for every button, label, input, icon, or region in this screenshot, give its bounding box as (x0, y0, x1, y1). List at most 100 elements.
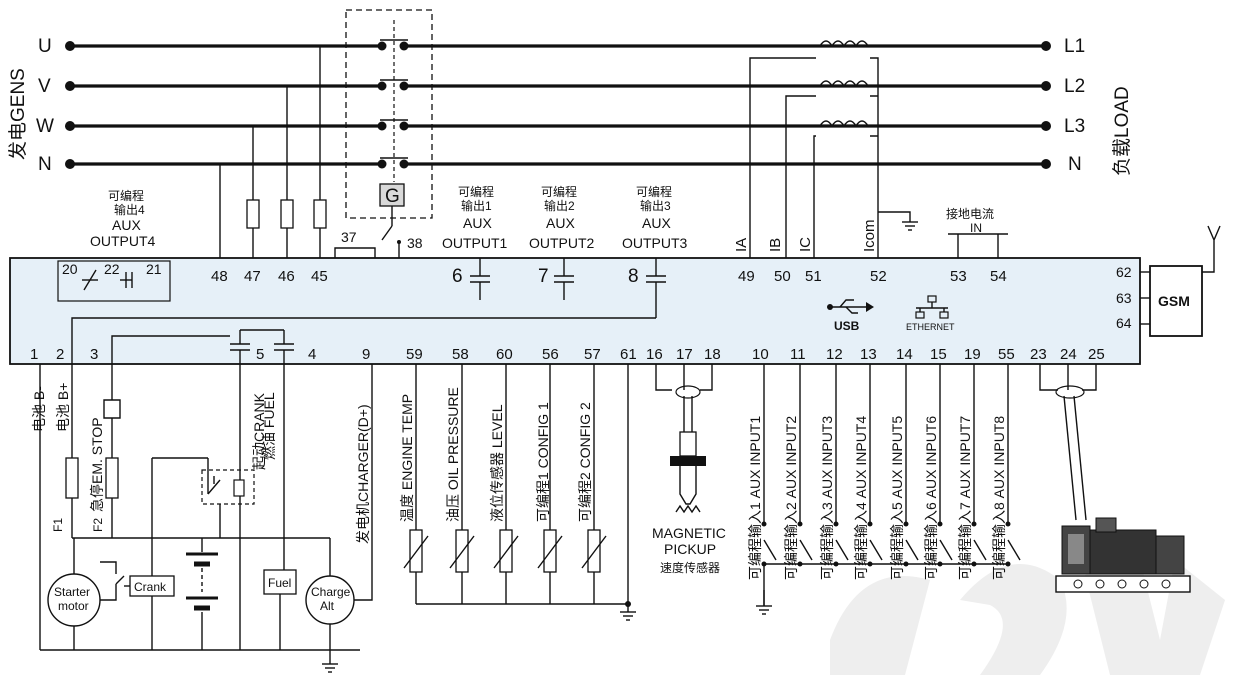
charge-label-1: Charge (311, 585, 351, 599)
out4-cn2: 输出4 (114, 202, 145, 217)
genset-icon (1039, 364, 1191, 593)
gsm-module (1140, 225, 1221, 337)
term-18: 18 (704, 346, 721, 363)
out1-cn2: 输出1 (461, 198, 492, 213)
magnetic-pickup (655, 364, 713, 514)
term-22: 22 (104, 261, 120, 277)
usb-label: USB (834, 319, 860, 333)
crank-fuel-relays (230, 329, 294, 364)
term-47: 47 (244, 268, 261, 285)
term-63: 63 (1116, 290, 1132, 306)
bottom-terminals: 1 2 3 5 4 9 59 58 60 56 57 61 16 17 18 1… (30, 346, 1105, 363)
term-1: 1 (30, 346, 38, 363)
term-13: 13 (860, 346, 877, 363)
load-label-n: N (1068, 154, 1082, 175)
gens-label-w: W (36, 116, 54, 137)
label-oil-pressure: 油压 OIL PRESSURE (445, 387, 461, 522)
output1-labels: 可编程 输出1 AUX OUTPUT1 (442, 184, 508, 251)
aux-input-2: 可编程输入2 AUX INPUT2 (783, 416, 799, 580)
term-9: 9 (362, 346, 370, 363)
voltage-sense-wires (219, 46, 327, 258)
output-relays (71, 258, 666, 364)
label-fuel: 燃油 FUEL (261, 392, 277, 460)
out2-name: OUTPUT2 (529, 235, 595, 251)
out2-aux: AUX (546, 215, 575, 231)
out4-aux: AUX (112, 217, 141, 233)
starter-motor (47, 538, 125, 650)
pickup-label-3: 速度传感器 (660, 560, 720, 575)
fuse-f2: F2 (91, 518, 105, 532)
earth-current-in: IN (970, 221, 982, 235)
out3-cn: 可编程 (636, 184, 672, 199)
term-8: 8 (628, 266, 639, 287)
out1-name: OUTPUT1 (442, 235, 508, 251)
ct-ia: IA (733, 238, 750, 252)
term-7: 7 (538, 266, 549, 287)
label-battery-minus: 电池 B- (31, 386, 47, 432)
ct-icom: Icom (861, 219, 878, 252)
term-37: 37 (341, 229, 357, 245)
output4-relay (82, 269, 133, 291)
usb-icon (827, 299, 874, 314)
charge-label-2: Alt (320, 599, 335, 613)
out3-aux: AUX (642, 215, 671, 231)
crank-relay (124, 364, 255, 650)
aux-input-switches (756, 364, 1021, 615)
fuel-label: Fuel (268, 576, 291, 590)
label-config1: 可编程1 CONFIG 1 (535, 402, 551, 522)
gsm-label: GSM (1158, 293, 1190, 309)
term-50: 50 (774, 268, 791, 285)
term-17: 17 (676, 346, 693, 363)
ethernet-label: ETHERNET (906, 322, 955, 332)
term-51: 51 (805, 268, 822, 285)
term-64: 64 (1116, 315, 1132, 331)
aux-input-6: 可编程输入6 AUX INPUT6 (923, 416, 939, 580)
aux-input-3: 可编程输入3 AUX INPUT3 (819, 416, 835, 580)
term-16: 16 (646, 346, 663, 363)
term-24: 24 (1060, 346, 1077, 363)
term-2: 2 (56, 346, 64, 363)
ct-ic: IC (797, 237, 814, 252)
aux-input-5: 可编程输入5 AUX INPUT5 (889, 416, 905, 580)
gens-label-u: U (38, 36, 52, 57)
label-config2: 可编程2 CONFIG 2 (577, 402, 593, 522)
out4-name: OUTPUT4 (90, 233, 156, 249)
out2-cn: 可编程 (541, 184, 577, 199)
output4-labels: 可编程 输出4 AUX OUTPUT4 (90, 188, 156, 249)
term-38: 38 (407, 235, 423, 251)
gens-label-v: V (38, 76, 51, 97)
term-61: 61 (620, 346, 637, 363)
label-level: 液位传感器 LEVEL (489, 404, 505, 522)
out2-cn2: 输出2 (544, 198, 575, 213)
ct-coils (749, 40, 1008, 258)
aux-input-4: 可编程输入4 AUX INPUT4 (853, 416, 869, 580)
out4-cn: 可编程 (108, 188, 144, 203)
starter-label-2: motor (58, 599, 89, 613)
aux-input-7: 可编程输入7 AUX INPUT7 (957, 416, 973, 580)
aux-input-1: 可编程输入1 AUX INPUT1 (747, 416, 763, 580)
term-4: 4 (308, 346, 316, 363)
term-60: 60 (496, 346, 513, 363)
label-engine-temp: 温度 ENGINE TEMP (399, 394, 415, 522)
term-45: 45 (311, 268, 328, 285)
load-title: 负载LOAD (1111, 86, 1133, 176)
ethernet-icon (915, 295, 949, 319)
load-label-l2: L2 (1064, 76, 1085, 97)
crank-label: Crank (134, 580, 167, 594)
term-54: 54 (990, 268, 1007, 285)
analog-sensors (403, 364, 636, 621)
term-12: 12 (826, 346, 843, 363)
term-6: 6 (452, 266, 463, 287)
label-em-stop: 急停EM. STOP (89, 417, 105, 512)
term-52: 52 (870, 268, 887, 285)
term-15: 15 (930, 346, 947, 363)
term-48: 48 (211, 268, 228, 285)
term-21: 21 (146, 261, 162, 277)
term-20: 20 (62, 261, 78, 277)
pickup-label-2: PICKUP (664, 541, 716, 557)
term-57: 57 (584, 346, 601, 363)
label-battery-plus: 电池 B+ (55, 383, 71, 432)
label-crank: 起动CRANK (251, 392, 267, 470)
term-14: 14 (896, 346, 913, 363)
term-55: 55 (998, 346, 1015, 363)
